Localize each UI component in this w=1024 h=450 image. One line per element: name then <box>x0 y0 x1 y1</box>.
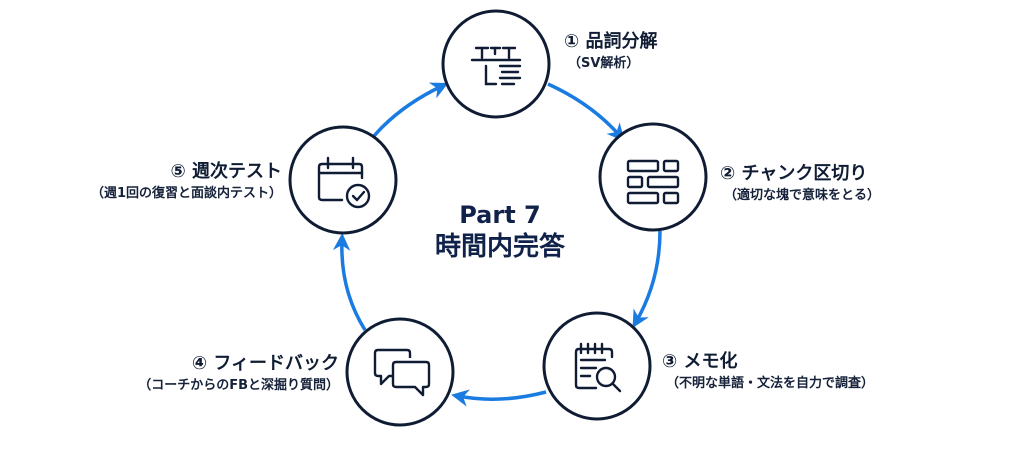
step-node-5 <box>288 125 398 235</box>
step-subtitle-4: （コーチからのFBと深掘り質問） <box>138 378 339 393</box>
step-subtitle-3: （不明な単語・文法を自力で調査） <box>666 376 875 391</box>
grammar-parse-icon <box>470 46 522 86</box>
center-subtitle: 時間内完答 <box>434 232 565 262</box>
step-label-3: ③ メモ化 （不明な単語・文法を自力で調査） <box>662 350 874 394</box>
calendar-check-icon <box>317 156 371 209</box>
center-goal: Part 7 時間内完答 <box>418 200 582 264</box>
step-label-4: ④ フィードバック （コーチからのFBと深掘り質問） <box>138 352 339 396</box>
step-node-1 <box>441 9 551 119</box>
step-subtitle-1: （SV解析） <box>568 56 640 71</box>
step-title-4: ④ フィードバック <box>191 353 339 374</box>
step-title-3: ③ メモ化 <box>662 351 738 372</box>
center-title: Part 7 <box>459 201 541 229</box>
arrow-2-to-3 <box>632 230 662 329</box>
step-title-2: ② チャンク区切り <box>720 163 868 184</box>
step-subtitle-5: （週1回の復習と面談内テスト） <box>90 186 282 201</box>
step-node-4 <box>345 317 455 427</box>
step-label-2: ② チャンク区切り （適切な塊で意味をとる） <box>720 162 880 206</box>
arrow-1-to-2 <box>547 82 625 142</box>
step-subtitle-2: （適切な塊で意味をとる） <box>724 188 881 203</box>
step-title-1: ① 品詞分解 <box>564 31 658 52</box>
step-node-3 <box>542 311 652 421</box>
chunk-blocks-icon <box>626 159 680 205</box>
step-label-1: ① 品詞分解 （SV解析） <box>564 30 658 74</box>
step-node-2 <box>598 122 708 232</box>
arrow-3-to-4 <box>451 389 547 407</box>
arrow-5-to-1 <box>372 82 449 138</box>
chat-bubbles-icon <box>373 348 431 397</box>
step-label-5: ⑤ 週次テスト （週1回の復習と面談内テスト） <box>91 160 282 204</box>
arrow-4-to-5 <box>332 233 367 331</box>
notepad-search-icon <box>574 342 622 393</box>
step-title-5: ⑤ 週次テスト <box>170 161 282 182</box>
